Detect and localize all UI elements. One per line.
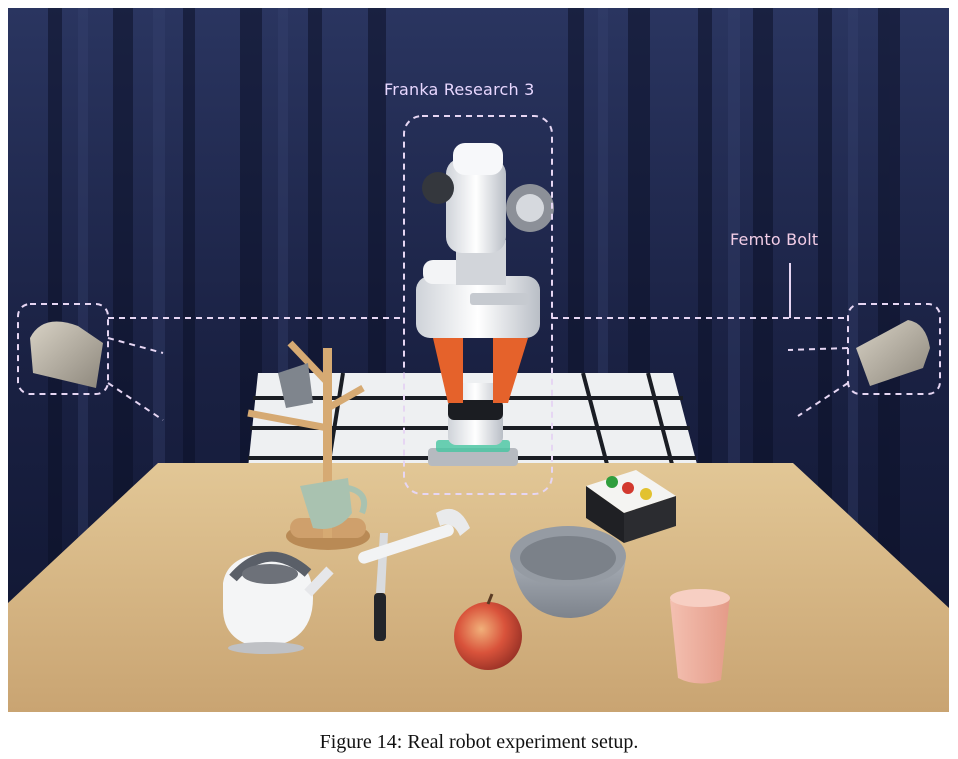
button-box-icon: [586, 470, 676, 543]
cup-icon: [670, 589, 730, 684]
figure-photo: [8, 8, 949, 712]
robot-arm-icon: [416, 143, 554, 466]
bowl-icon: [510, 526, 626, 618]
camera-label: Femto Bolt: [730, 230, 819, 249]
camera-left-annotation-box: [17, 303, 109, 395]
annotation-overlay: [17, 115, 941, 495]
mug-tree-icon: [247, 340, 370, 550]
robot-annotation-box: [403, 115, 553, 495]
camera-icon-left: [30, 321, 103, 388]
back-mug-icon: [278, 363, 313, 408]
hammer-icon: [358, 508, 470, 564]
front-table: [8, 463, 949, 712]
apple-icon: [454, 593, 522, 670]
robot-label: Franka Research 3: [384, 80, 535, 99]
kettle-icon: [223, 551, 334, 654]
mug-icon: [300, 478, 368, 529]
figure-caption: Figure 14: Real robot experiment setup.: [319, 731, 639, 753]
camera-icon-right: [856, 320, 930, 386]
